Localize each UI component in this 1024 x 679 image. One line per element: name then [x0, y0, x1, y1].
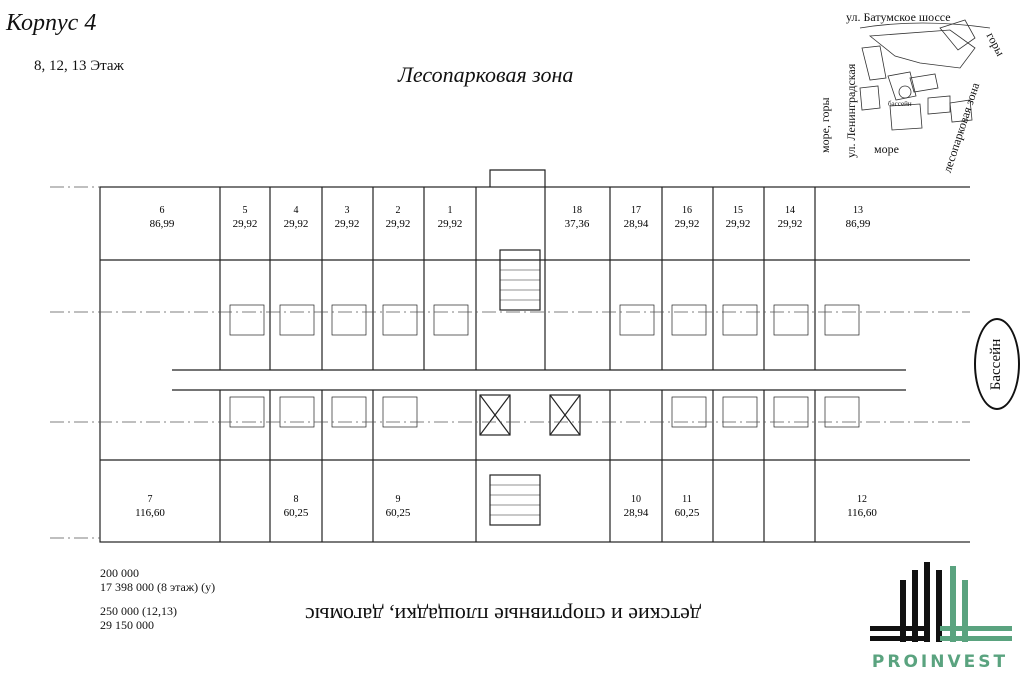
apartment-number: 5: [243, 205, 248, 216]
apartment-area: 86,99: [846, 218, 871, 230]
apartment-area: 60,25: [284, 507, 309, 519]
apartment-number: 14: [785, 205, 795, 216]
apartment-number: 2: [396, 205, 401, 216]
apartment-number: 18: [572, 205, 582, 216]
pool-label: Бассейн: [988, 338, 1005, 390]
map-pool-small: бассейн: [888, 100, 912, 108]
apartment-area: 60,25: [386, 507, 411, 519]
proinvest-logo: PROINVEST: [860, 560, 1020, 675]
apartment-number: 3: [345, 205, 350, 216]
apartment-area: 28,94: [624, 507, 649, 519]
apartment-number: 7: [148, 494, 153, 505]
apartment-number: 6: [160, 205, 165, 216]
apartment-number: 15: [733, 205, 743, 216]
apartment-area: 29,92: [335, 218, 360, 230]
apartment-number: 10: [631, 494, 641, 505]
map-sea-mountains: море, горы: [818, 97, 832, 153]
zone-top-label: Лесопарковая зона: [398, 62, 574, 87]
apartment-area: 29,92: [386, 218, 411, 230]
apartment-area: 29,92: [675, 218, 700, 230]
apartment-area: 29,92: [438, 218, 463, 230]
map-street-top: ул. Батумское шоссе: [846, 10, 951, 24]
apartment-area: 60,25: [675, 507, 700, 519]
map-street-left: ул. Ленинградская: [844, 63, 858, 158]
price-block-1: 200 000 17 398 000 (8 этаж) (у): [100, 566, 215, 594]
apartment-number: 8: [294, 494, 299, 505]
site-map-drawing: [859, 19, 991, 131]
price-line: 250 000 (12,13): [100, 604, 177, 618]
floor-plan: Г В Б А 6 86,99 5 29,92 4 29,92 3 29,92 …: [50, 169, 970, 543]
bottom-zone-label: детские и спортивные площадки, дагомыс: [305, 603, 702, 628]
logo-text: PROINVEST: [871, 652, 1009, 672]
price-line: 29 150 000: [100, 618, 154, 632]
apartment-number: 12: [857, 494, 867, 505]
floors-label: 8, 12, 13 Этаж: [34, 58, 124, 74]
apartment-number: 16: [682, 205, 692, 216]
apartment-number: 11: [682, 494, 692, 505]
apartment-area: 116,60: [847, 507, 877, 519]
apartment-number: 4: [294, 205, 299, 216]
building-title: Корпус 4: [6, 10, 97, 36]
apartment-area: 116,60: [135, 507, 165, 519]
apartment-number: 9: [396, 494, 401, 505]
apartment-area: 37,36: [565, 218, 590, 230]
apartment-number: 17: [631, 205, 641, 216]
apartment-area: 28,94: [624, 218, 649, 230]
outer-wall: [99, 186, 970, 543]
apartment-area: 86,99: [150, 218, 175, 230]
price-line: 17 398 000 (8 этаж) (у): [100, 580, 216, 594]
site-map: ул. Батумское шоссе горы ул. Ленинградск…: [800, 8, 1024, 174]
bottom-partitions: [100, 390, 970, 542]
pool-badge: Бассейн: [974, 318, 1020, 410]
apartment-area: 29,92: [233, 218, 258, 230]
apartment-area: 29,92: [778, 218, 803, 230]
map-sea: море: [874, 142, 899, 156]
apartment-number: 13: [853, 205, 863, 216]
price-block-2: 250 000 (12,13) 29 150 000: [100, 604, 177, 632]
apartment-area: 29,92: [284, 218, 309, 230]
top-partitions: [100, 187, 970, 370]
apartment-number: 1: [448, 205, 453, 216]
price-line: 200 000: [100, 566, 139, 580]
apartment-area: 29,92: [726, 218, 751, 230]
logo-mark: [870, 562, 1012, 642]
